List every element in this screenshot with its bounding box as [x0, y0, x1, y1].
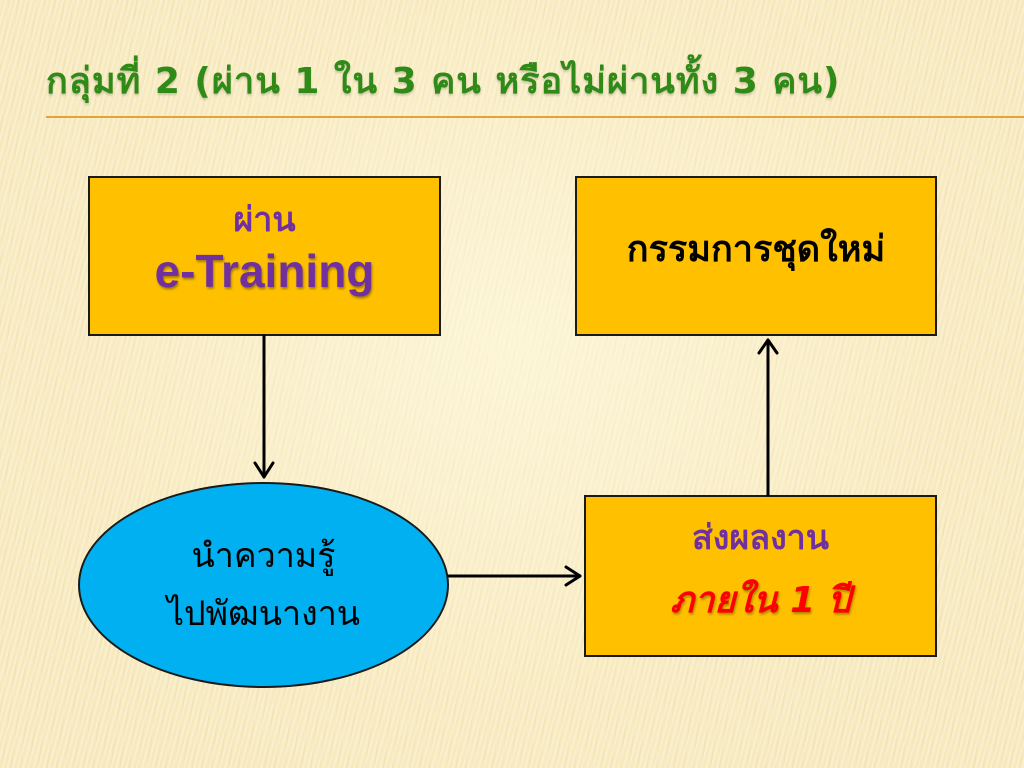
- submit-work-label: ส่งผลงาน: [691, 518, 830, 558]
- slide-title: กลุ่มที่ 2 (ผ่าน 1 ใน 3 คน หรือไม่ผ่านทั…: [46, 61, 841, 102]
- new-committee-label: กรรมการชุดใหม่: [626, 229, 886, 270]
- etraining-pass-label: ผ่าน: [233, 200, 296, 240]
- submit-deadline-label: ภายใน 1 ปี: [670, 580, 851, 621]
- new-committee-box: กรรมการชุดใหม่: [575, 176, 937, 336]
- arrow-etraining-to-ellipse: [253, 334, 275, 479]
- apply-knowledge-line2: ไปพัฒนางาน: [166, 594, 361, 634]
- etraining-box: ผ่าน e-Training: [88, 176, 441, 336]
- arrow-submit-to-committee: [757, 338, 779, 497]
- etraining-title: e-Training: [154, 245, 375, 297]
- apply-knowledge-ellipse: นำความรู้ ไปพัฒนางาน: [78, 482, 449, 688]
- apply-knowledge-line1: นำความรู้: [191, 536, 336, 576]
- title-divider: [46, 116, 1024, 118]
- submit-work-box: ส่งผลงาน ภายใน 1 ปี: [584, 495, 937, 657]
- arrow-ellipse-to-submit: [447, 565, 582, 587]
